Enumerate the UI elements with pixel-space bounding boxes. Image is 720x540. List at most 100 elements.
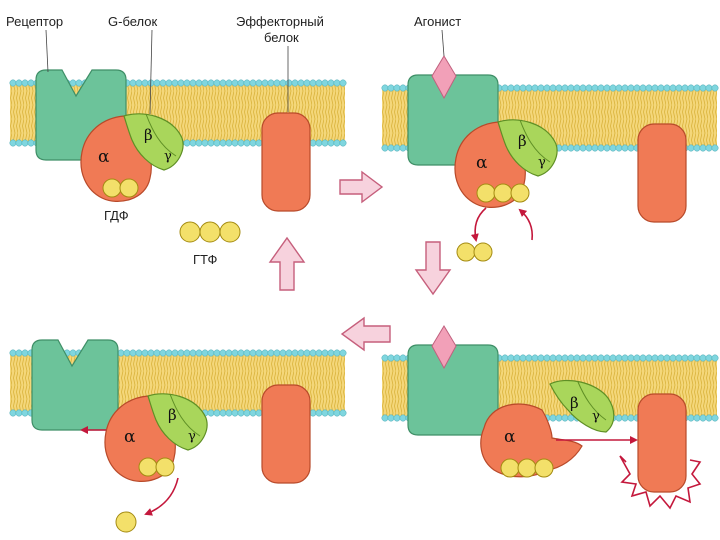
- flow-arrow-right: [340, 172, 382, 202]
- phospholipid-head: [310, 140, 316, 146]
- phospholipid-head: [28, 140, 34, 146]
- phospholipid-head: [568, 85, 574, 91]
- phospholipid-head: [634, 85, 640, 91]
- phospholipid-head: [568, 355, 574, 361]
- phospholipid-head: [274, 80, 280, 86]
- phospholipid-head: [322, 350, 328, 356]
- phospholipid-head: [628, 145, 634, 151]
- phospholipid-head: [556, 355, 562, 361]
- phospholipid-head: [382, 415, 388, 421]
- phospholipid-head: [328, 140, 334, 146]
- phospholipid-head: [256, 140, 262, 146]
- phospholipid-head: [340, 410, 346, 416]
- phospholipid-head: [334, 350, 340, 356]
- phospholipid-head: [532, 85, 538, 91]
- g-protein-label: G-белок: [108, 14, 158, 29]
- phospholipid-head: [574, 145, 580, 151]
- panel-effector-activation: α β γ: [382, 326, 718, 508]
- phospholipid-head: [202, 350, 208, 356]
- phospholipid-head: [310, 410, 316, 416]
- phospholipid-head: [400, 415, 406, 421]
- gamma-label: γ: [188, 429, 196, 444]
- phosphate-molecule: [116, 512, 136, 532]
- phospholipid-head: [544, 85, 550, 91]
- phospholipid-head: [664, 355, 670, 361]
- phospholipid-head: [616, 85, 622, 91]
- flow-arrow-down: [416, 242, 450, 294]
- phospholipid-head: [190, 140, 196, 146]
- phospholipid-head: [508, 355, 514, 361]
- phospholipid-head: [574, 355, 580, 361]
- effector-label-line2: белок: [264, 30, 299, 45]
- phospholipid-head: [316, 350, 322, 356]
- phospholipid-head: [340, 140, 346, 146]
- phospholipid-head: [550, 415, 556, 421]
- phospholipid-head: [142, 350, 148, 356]
- gtp-molecule: [477, 184, 529, 202]
- receptor-label: Рецептор: [6, 14, 63, 29]
- phospholipid-head: [220, 350, 226, 356]
- phospholipid-head: [520, 355, 526, 361]
- gtp-label: ГТФ: [193, 252, 218, 267]
- phospholipid-head: [244, 410, 250, 416]
- phospholipid-head: [562, 85, 568, 91]
- phospholipid-head: [604, 85, 610, 91]
- phospholipid-head: [562, 145, 568, 151]
- phospholipid-head: [190, 350, 196, 356]
- phospholipid-head: [610, 355, 616, 361]
- phospholipid-head: [214, 410, 220, 416]
- gtp-molecule: [501, 459, 553, 477]
- phospholipid-head: [388, 355, 394, 361]
- phospholipid-head: [682, 355, 688, 361]
- phospholipid-head: [232, 80, 238, 86]
- phospholipid-head: [652, 355, 658, 361]
- phospholipid-head: [394, 85, 400, 91]
- phospholipid-head: [712, 85, 718, 91]
- phospholipid-head: [532, 355, 538, 361]
- phospholipid-head: [214, 80, 220, 86]
- phospholipid-head: [568, 145, 574, 151]
- phospholipid-head: [334, 80, 340, 86]
- phospholipid-head: [286, 80, 292, 86]
- phospholipid-head: [616, 145, 622, 151]
- effector-protein: [262, 113, 310, 211]
- phospholipid-head: [184, 80, 190, 86]
- phospholipid-head: [694, 415, 700, 421]
- phospholipid-head: [178, 350, 184, 356]
- phospholipid-head: [298, 80, 304, 86]
- phospholipid-head: [508, 85, 514, 91]
- phospholipid-head: [586, 85, 592, 91]
- phospholipid-head: [124, 350, 130, 356]
- phospholipid-head: [10, 410, 16, 416]
- phospholipid-head: [712, 355, 718, 361]
- phospholipid-head: [514, 85, 520, 91]
- phospholipid-head: [538, 355, 544, 361]
- phospholipid-head: [628, 85, 634, 91]
- phospholipid-head: [394, 355, 400, 361]
- phospholipid-head: [670, 355, 676, 361]
- phospholipid-head: [280, 350, 286, 356]
- phospholipid-head: [208, 80, 214, 86]
- phospholipid-head: [502, 85, 508, 91]
- phospholipid-head: [208, 350, 214, 356]
- phospholipid-head: [10, 80, 16, 86]
- phospholipid-head: [268, 350, 274, 356]
- phospholipid-head: [694, 85, 700, 91]
- phospholipid-head: [316, 140, 322, 146]
- phospholipid-head: [580, 145, 586, 151]
- phospholipid-head: [220, 80, 226, 86]
- phospholipid-head: [610, 85, 616, 91]
- phospholipid-head: [586, 145, 592, 151]
- alpha-label: α: [504, 427, 516, 447]
- phospholipid-head: [232, 410, 238, 416]
- phospholipid-head: [676, 85, 682, 91]
- phospholipid-head: [76, 80, 82, 86]
- phospholipid-head: [622, 415, 628, 421]
- panel-agonist-binding: Агонист β γ α: [382, 14, 718, 261]
- phospholipid-head: [10, 140, 16, 146]
- phospholipid-head: [328, 80, 334, 86]
- phospholipid-head: [640, 85, 646, 91]
- phospholipid-head: [706, 415, 712, 421]
- phospholipid-head: [340, 80, 346, 86]
